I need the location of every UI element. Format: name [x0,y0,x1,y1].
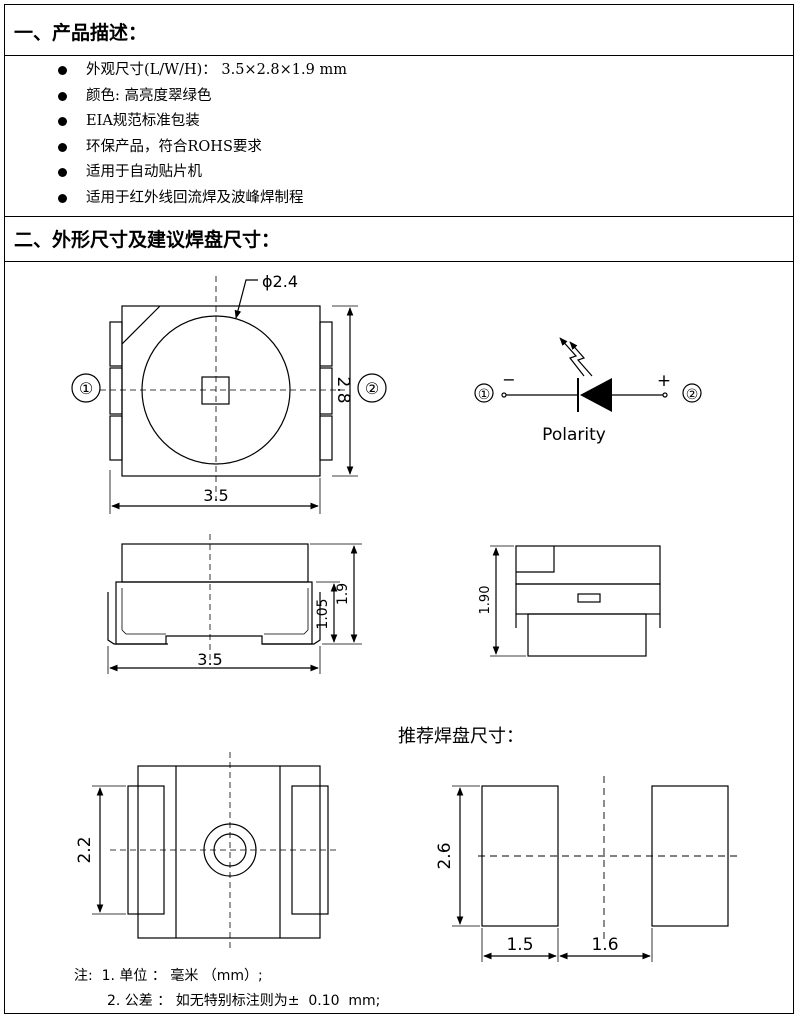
end-view-drawing [490,545,661,657]
bullet-icon [58,193,67,203]
notes: 注: 1. 单位 ： 毫米 （mm）; 2. 公差 ： 如无特别标注则为± 0.… [74,964,380,1014]
bullet-icon [58,91,67,101]
section-title-description: 一、产品描述： [4,10,794,56]
lens-dim-label: ϕ2.4 [262,272,298,291]
side-width-label: 3.5 [197,650,222,669]
polarity-pin-right: ② [686,387,699,403]
minus-sign: − [502,370,515,389]
height-dim-label: 2.8 [333,376,353,403]
bullet-icon [58,66,67,75]
terminal-left-top [109,321,123,367]
list-item: 外观尺寸(L/W/H)： 3.5×2.8×1.9 mm [56,58,347,84]
plus-sign: + [657,371,671,391]
pad-title: 推荐焊盘尺寸： [398,726,524,747]
chip-die [201,376,230,405]
side-height-body-label: 1.05 [315,598,331,629]
terminal-left-bottom [109,415,123,461]
pad-gap-label: 1.6 [591,935,618,955]
diode-triangle-icon [580,378,612,412]
cathode-mark [577,593,601,603]
end-height-label: 1.90 [478,586,493,615]
bullet-icon [58,168,67,178]
cathode-chamfer [121,305,161,345]
top-view-drawing [71,276,387,514]
list-item: 颜色: 高亮度翠绿色 [56,84,347,110]
polarity-symbol [474,337,702,412]
lead-left-outer [107,592,168,645]
datasheet-frame [4,4,794,1014]
light-ray-icon [569,341,593,377]
bottom-height-label: 2.2 [75,836,95,863]
width-dim-label: 3.5 [203,486,228,505]
list-item: EIA规范标准包装 [56,109,347,135]
light-ray-icon [559,337,585,377]
side-height-total-label: 1.9 [335,583,351,605]
terminal-right-bottom [319,415,333,461]
terminal-left-mid [109,367,123,415]
terminal-right-mid [319,367,333,415]
note-row: 注: 1. 单位 ： 毫米 （mm）; [74,968,263,984]
section-title-dimensions: 二、外形尺寸及建议焊盘尺寸： [4,216,794,262]
pin-label-right: ② [365,379,379,398]
polarity-label: Polarity [542,425,606,445]
bullet-icon [58,142,67,152]
pin-circle-right [357,373,387,403]
pin-circle-left [71,373,101,403]
list-item: 环保产品，符合ROHS要求 [56,135,347,161]
side-view-drawing [107,534,362,674]
pad-height-label: 2.6 [435,842,455,869]
description-list: 外观尺寸(L/W/H)： 3.5×2.8×1.9 mm 颜色: 高亮度翠绿色 E… [56,58,347,212]
lens-dim-leader [234,279,258,319]
list-item: 适用于自动贴片机 [56,160,347,186]
list-item: 适用于红外线回流焊及波峰焊制程 [56,186,347,212]
note-row: 2. 公差 ： 如无特别标注则为± 0.10 mm; [107,993,381,1009]
bottom-view-drawing [92,752,340,950]
pad-layout-drawing [452,776,740,962]
lead-right-outer [262,592,321,645]
pin-label-left: ① [79,379,93,398]
terminal-right-top [319,321,333,367]
pad-width-label: 1.5 [506,935,533,955]
polarity-pin-left: ① [478,387,491,403]
bullet-icon [58,117,67,127]
